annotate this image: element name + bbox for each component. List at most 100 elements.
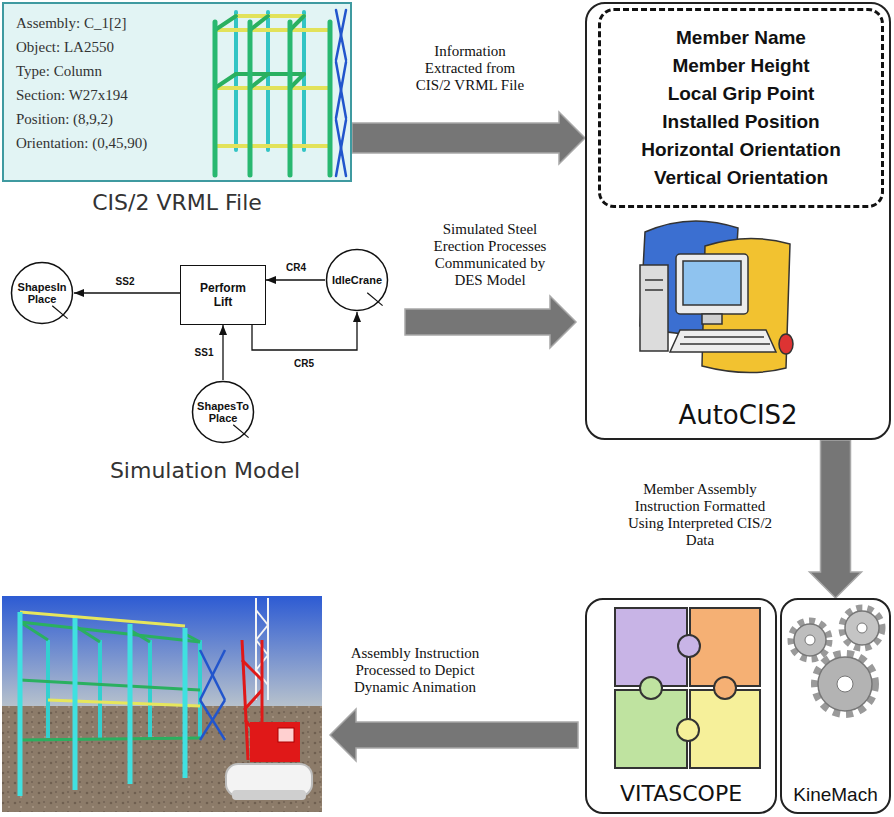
steel-frame-model (266, 12, 270, 150)
animation-frame (226, 764, 312, 796)
steel-frame-model (234, 12, 238, 150)
puzzle-icon (690, 690, 760, 768)
steel-frame-model (248, 22, 253, 175)
animation-frame (250, 722, 300, 762)
animation-frame (20, 738, 200, 740)
computer-icon (640, 265, 668, 351)
animation-frame (98, 640, 102, 738)
flow-arrow (405, 296, 576, 348)
animation-frame (256, 625, 268, 640)
gears-icon (845, 611, 879, 645)
computer-icon (645, 279, 663, 281)
steel-frame-model (250, 74, 268, 88)
animation-frame (20, 622, 200, 642)
steel-frame-model (236, 72, 304, 76)
animation-frame (256, 655, 268, 670)
edge-label: CR4 (285, 262, 307, 273)
animation-frame (48, 700, 200, 706)
animation-frame (75, 626, 100, 642)
animation-frame (20, 680, 200, 690)
attribute-line: Assembly: C_1[2] (16, 14, 126, 32)
computer-icon (640, 221, 793, 373)
animation-frame (18, 612, 23, 796)
attribute-line: Section: W27x194 (16, 86, 128, 104)
arrow-label: Simulated Steel Erection Processes Commu… (425, 221, 555, 289)
animation-frame (200, 650, 225, 700)
steel-frame-model (302, 12, 306, 150)
computer-icon (645, 289, 663, 291)
steel-frame-model (215, 16, 330, 146)
puzzle-icon (615, 608, 687, 686)
steel-frame-model (336, 10, 346, 176)
animation-frame (200, 650, 225, 740)
animation-frame (200, 700, 225, 740)
animation-frame (2, 706, 322, 812)
animation-frame (2, 596, 322, 812)
steel-frame-model (336, 10, 346, 60)
animation-frame (20, 612, 200, 706)
steel-frame-model (236, 12, 304, 150)
flow-arrow (330, 709, 578, 761)
animation-frame (244, 690, 262, 710)
file-panel: Assembly: C_1[2]Object: LA2550Type: Colu… (2, 2, 352, 182)
animation-frame (46, 640, 50, 738)
animation-frame (255, 598, 257, 700)
circle-outline (327, 250, 388, 311)
queue-tick (233, 425, 248, 438)
animation-frame (267, 598, 269, 700)
computer-icon (702, 314, 722, 324)
animation-frame (242, 640, 262, 760)
animation-frame (20, 612, 185, 796)
animation-frame (20, 622, 200, 740)
animation-frame (185, 634, 200, 642)
gears-icon (791, 621, 829, 659)
arrow-label: Assembly Instruction Processed to Depict… (340, 645, 490, 696)
software-box: KineMach (780, 598, 891, 814)
puzzle-icon (615, 608, 760, 768)
panel-heading: CIS/2 VRML File (4, 190, 350, 215)
data-item: Member Height (672, 54, 809, 78)
steel-frame-model (336, 10, 346, 60)
animation-frame (278, 728, 294, 742)
animation-frame (200, 650, 225, 700)
steel-frame-model (215, 86, 330, 90)
steel-frame-model (215, 144, 330, 148)
edge-label: CR5 (293, 358, 315, 369)
flow-arrow (74, 292, 180, 293)
computer-icon (684, 336, 764, 338)
steel-frame-model (215, 16, 236, 30)
edge-label: SS2 (115, 276, 136, 287)
animation-frame (232, 790, 306, 800)
software-box: VITASCOPE (585, 598, 777, 814)
animation-frame (256, 598, 268, 700)
activity-box: Perform Lift (180, 265, 266, 325)
steel-frame-model (215, 28, 330, 32)
model-caption: Simulation Model (110, 458, 300, 483)
software-name: AutoCIS2 (678, 400, 797, 430)
steel-frame-model (336, 120, 346, 176)
queue-name: ShapesIn Place (16, 281, 68, 305)
steel-frame-model (336, 62, 346, 118)
animation-frame (200, 700, 225, 740)
puzzle-icon (640, 677, 662, 699)
animation-frame (130, 630, 150, 642)
queue-circle: ShapesTo Place (191, 380, 255, 444)
computer-icon (640, 221, 738, 334)
gears-icon (794, 624, 826, 656)
puzzle-icon (615, 690, 687, 768)
computer-icon (779, 334, 793, 354)
computer-icon (680, 343, 770, 345)
flow-arrow (266, 279, 325, 280)
steel-frame-model (215, 10, 346, 176)
animation-frame (242, 640, 248, 760)
steel-frame-model (288, 22, 293, 175)
software-name: KineMach (793, 784, 878, 806)
puzzle-icon (678, 635, 700, 657)
flow-arrow (252, 312, 357, 350)
animation-frame (20, 612, 185, 626)
animation-frame (245, 720, 262, 740)
puzzle-icon (690, 608, 760, 686)
circle-outline (193, 382, 254, 443)
queue-name: IdleCrane (332, 274, 382, 286)
animation-frame (242, 660, 262, 680)
